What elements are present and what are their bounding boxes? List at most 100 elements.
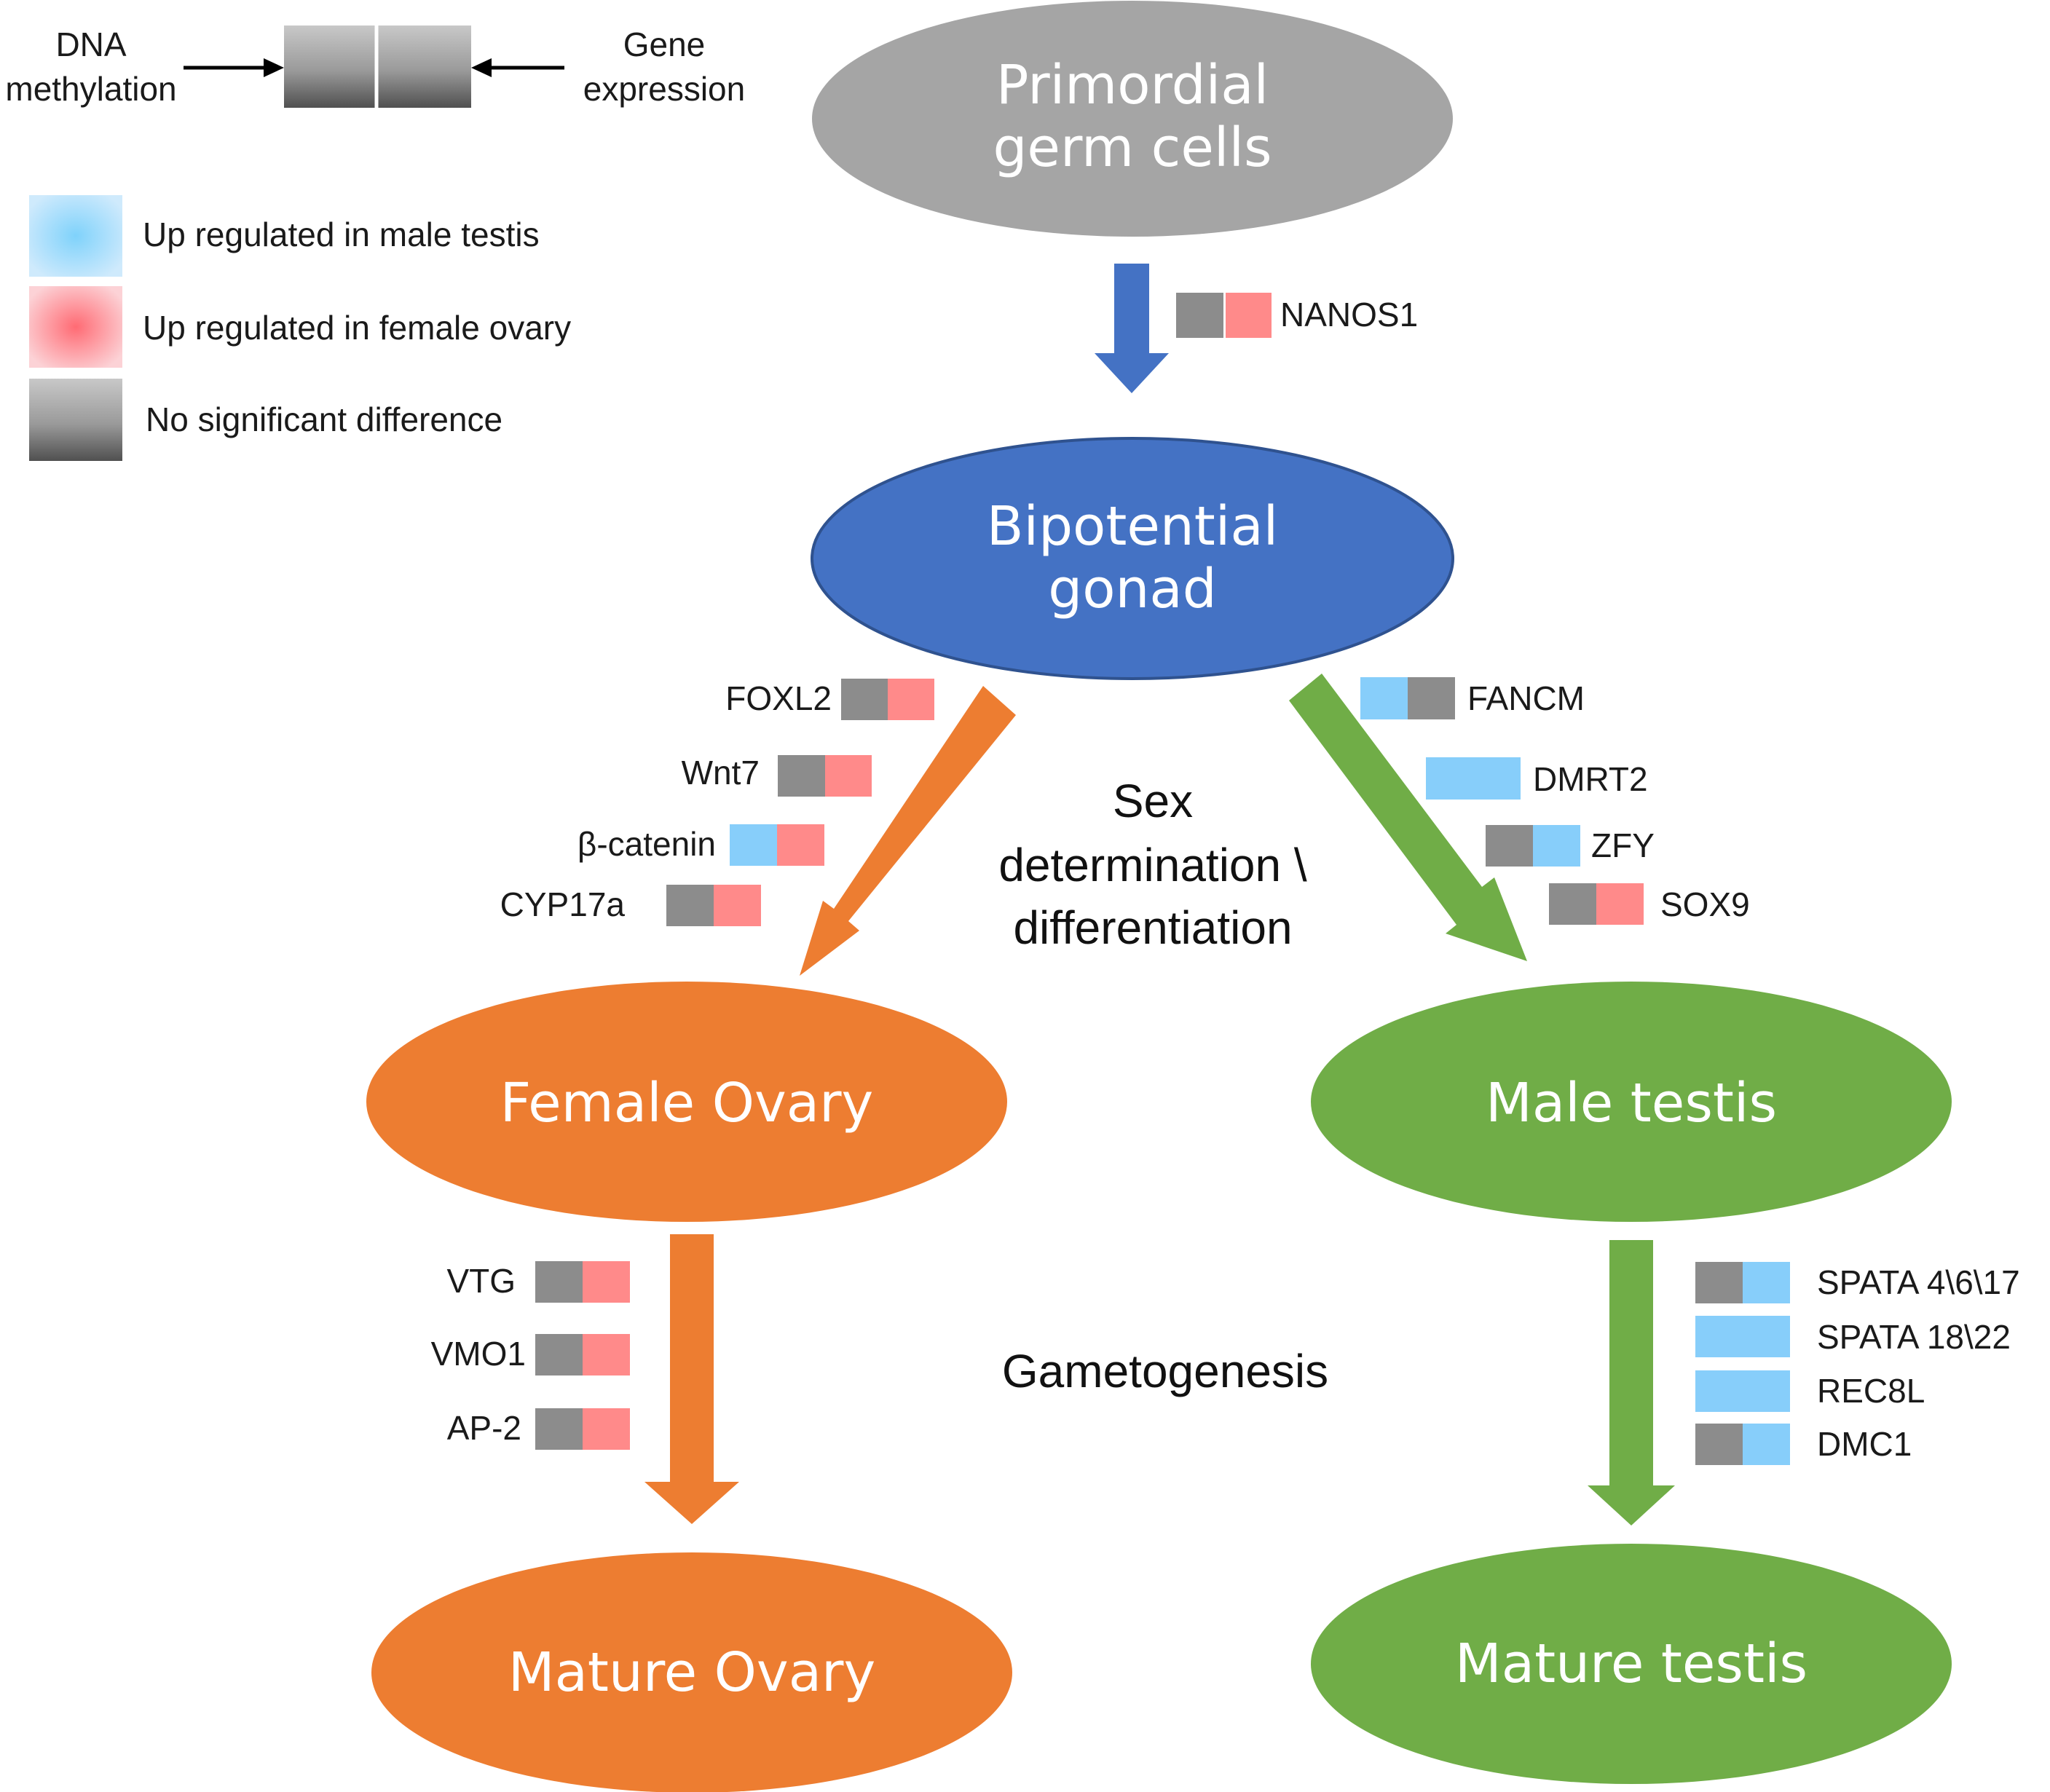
arrow-bipotential-to-ovary (800, 686, 1016, 976)
gene-spata-4-6-17: SPATA 4\6\17 (1695, 1262, 2020, 1303)
dmrt2-expression-box (1473, 757, 1521, 800)
vmo1-expression-box (583, 1334, 630, 1375)
legend-expression-label: expression (583, 70, 745, 108)
header-legend: DNA methylation Gene expression (5, 25, 745, 108)
gene-spata-18-22: SPATA 18\22 (1695, 1316, 2011, 1357)
legend-methylation-label: methylation (5, 70, 176, 108)
bipotential-label-line2: gonad (1048, 558, 1216, 620)
gene-dmc1: DMC1 (1695, 1424, 1912, 1465)
mature-ovary-label: Mature Ovary (508, 1641, 876, 1704)
gene-sox9: SOX9 (1549, 883, 1750, 925)
gene-wnt7: Wnt7 (682, 754, 872, 797)
expression-arrow-head (471, 58, 492, 77)
vmo1-label: VMO1 (431, 1335, 526, 1373)
ap2-label: AP-2 (447, 1409, 521, 1447)
node-female-ovary: Female Ovary (366, 982, 1007, 1222)
vtg-label: VTG (446, 1262, 516, 1300)
cyp17a-expression-box (714, 885, 761, 926)
dmrt2-methylation-box (1426, 757, 1473, 800)
sex-label-line3: differentiation (1013, 901, 1292, 954)
gene-vmo1: VMO1 (431, 1334, 630, 1375)
gene-zfy: ZFY (1486, 825, 1655, 867)
legend-red-swatch (29, 286, 122, 368)
gene-foxl2: FOXL2 (725, 679, 934, 720)
zfy-label: ZFY (1591, 826, 1655, 864)
wnt7-methylation-box (778, 755, 825, 797)
foxl2-label: FOXL2 (725, 679, 832, 717)
nanos1-label: NANOS1 (1280, 296, 1418, 333)
female-differentiation-genes: FOXL2 Wnt7 β-catenin CYP17a (500, 679, 934, 926)
spata18-label: SPATA 18\22 (1817, 1318, 2011, 1356)
beta-catenin-expression-box (777, 824, 824, 866)
sex-label-line1: Sex (1113, 775, 1193, 827)
male-differentiation-genes: FANCM DMRT2 ZFY SOX9 (1360, 677, 1750, 925)
spata4-expression-box (1743, 1262, 1790, 1303)
beta-catenin-label: β-catenin (577, 825, 716, 863)
color-legend: Up regulated in male testis Up regulated… (29, 195, 571, 461)
mature-testis-label: Mature testis (1455, 1633, 1807, 1695)
vtg-expression-box (583, 1261, 630, 1303)
legend-gray-label: No significant difference (146, 400, 502, 438)
male-gametogenesis-genes: SPATA 4\6\17 SPATA 18\22 REC8L DMC1 (1695, 1262, 2020, 1465)
gene-dmrt2: DMRT2 (1426, 757, 1648, 800)
sex-label-line2: determination \ (998, 839, 1307, 891)
dmrt2-label: DMRT2 (1533, 760, 1648, 798)
ap2-methylation-box (535, 1408, 583, 1450)
sox9-expression-box (1596, 883, 1644, 925)
zfy-expression-box (1533, 825, 1580, 867)
legend-methylation-box (284, 25, 375, 108)
arrow-bipotential-to-testis (1289, 674, 1527, 961)
primordial-label-line2: germ cells (993, 117, 1272, 179)
vmo1-methylation-box (535, 1334, 583, 1375)
stage-gametogenesis: Gametogenesis (1002, 1345, 1328, 1397)
fancm-expression-box (1408, 677, 1455, 719)
cyp17a-label: CYP17a (500, 885, 626, 923)
mature-ovary-ellipse (371, 1552, 1012, 1792)
foxl2-expression-box (888, 679, 934, 720)
vtg-methylation-box (535, 1261, 583, 1303)
legend-blue-swatch (29, 195, 122, 277)
bipotential-ellipse (811, 437, 1454, 680)
nanos1-expression-box (1226, 293, 1272, 338)
gene-fancm: FANCM (1360, 677, 1585, 719)
legend-red-label: Up regulated in female ovary (143, 309, 571, 347)
male-testis-label: Male testis (1486, 1072, 1777, 1134)
methylation-arrow-head (264, 58, 284, 77)
female-gametogenesis-genes: VTG VMO1 AP-2 (431, 1261, 630, 1450)
primordial-ellipse (812, 1, 1453, 237)
female-ovary-label: Female Ovary (500, 1072, 874, 1134)
female-ovary-ellipse (366, 982, 1007, 1222)
foxl2-methylation-box (841, 679, 888, 720)
node-male-testis: Male testis (1311, 982, 1952, 1222)
rec8l-methylation-box (1695, 1370, 1743, 1412)
mature-testis-ellipse (1311, 1544, 1952, 1784)
node-mature-ovary: Mature Ovary (371, 1552, 1012, 1792)
bipotential-label-line1: Bipotential (987, 495, 1279, 558)
ap2-expression-box (583, 1408, 630, 1450)
legend-gray-swatch (29, 379, 122, 461)
spata18-expression-box (1743, 1316, 1790, 1357)
sox9-label: SOX9 (1660, 885, 1750, 923)
cyp17a-methylation-box (666, 885, 714, 926)
beta-catenin-methylation-box (730, 824, 777, 866)
zfy-methylation-box (1486, 825, 1533, 867)
spata4-label: SPATA 4\6\17 (1817, 1263, 2020, 1301)
primordial-label-line1: Primordial (996, 54, 1269, 117)
fancm-methylation-box (1360, 677, 1408, 719)
legend-blue-label: Up regulated in male testis (143, 216, 540, 253)
stage-sex-determination: Sex determination \ differentiation (998, 775, 1307, 954)
rec8l-expression-box (1743, 1370, 1790, 1412)
rec8l-label: REC8L (1817, 1372, 1925, 1410)
gene-nanos1: NANOS1 (1176, 293, 1418, 338)
nanos1-methylation-box (1176, 293, 1223, 338)
gene-ap2: AP-2 (447, 1408, 630, 1450)
male-testis-ellipse (1311, 982, 1952, 1222)
gene-cyp17a: CYP17a (500, 885, 761, 926)
arrow-ovary-to-mature-ovary (644, 1234, 739, 1524)
spata4-methylation-box (1695, 1262, 1743, 1303)
sox9-methylation-box (1549, 883, 1596, 925)
wnt7-expression-box (825, 755, 872, 797)
arrow-primordial-to-bipotential (1095, 264, 1169, 393)
node-bipotential-gonad: Bipotential gonad (811, 437, 1454, 680)
